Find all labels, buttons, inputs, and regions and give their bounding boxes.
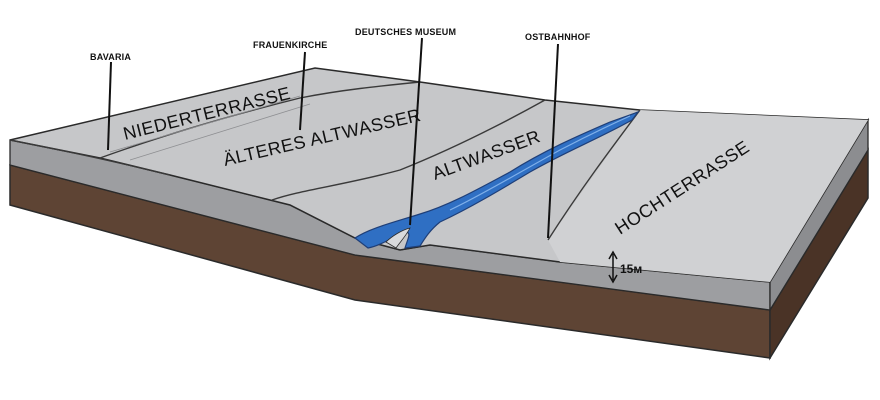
scarp-west-edge [9,139,171,176]
leader-frauenkirche [299,51,306,131]
depth-label: 15м [620,262,642,276]
leader-deutsches-museum [409,37,423,226]
depth-scale: 15м [608,250,642,284]
river-island [385,227,411,249]
label-ostbahnhof: OSTBAHNHOF [525,32,591,42]
depth-arrow-down [608,274,618,284]
scarp-aelteres-altwasser [271,99,546,201]
leader-ostbahnhof [547,43,559,239]
leader-bavaria [107,61,112,151]
label-frauenkirche: FRAUENKIRCHE [253,40,327,50]
label-bavaria: BAVARIA [90,52,131,62]
label-deutsches-museum: DEUTSCHES MUSEUM [355,27,456,37]
scarp-niederterrasse [99,81,421,159]
hochterrasse-surface [548,110,868,282]
depth-arrow-up [608,250,618,260]
scarp-hochterrasse [547,109,641,241]
river-highlight [449,115,631,211]
hatching-niederterrasse [109,95,311,161]
